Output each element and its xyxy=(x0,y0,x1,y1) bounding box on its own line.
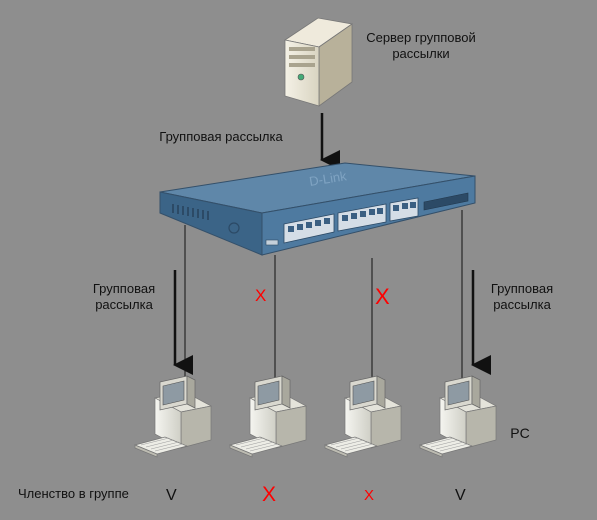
membership-value-pc1: V xyxy=(166,487,177,504)
membership-value-pc2: X xyxy=(262,483,277,506)
membership-value-pc4: V xyxy=(455,487,466,504)
membership-value-pc3: X xyxy=(364,487,375,504)
server-to-switch-label: Групповая рассылка xyxy=(159,129,283,144)
membership-label: Членство в группе xyxy=(18,486,129,501)
pc-icon xyxy=(133,375,213,458)
server-icon xyxy=(283,17,354,107)
blocked-mark-port-2: X xyxy=(255,286,267,305)
right-port-label: Групповая рассылка xyxy=(490,281,554,312)
pc-icon xyxy=(323,375,403,458)
switch-brand: D-Link xyxy=(308,168,348,189)
blocked-mark-port-3: X xyxy=(375,284,390,309)
pc-label: PC xyxy=(510,425,530,441)
pc-icon xyxy=(418,375,498,458)
left-port-label: Групповая рассылка xyxy=(92,281,156,312)
server-label: Сервер групповой рассылки xyxy=(366,30,476,61)
pc-group xyxy=(133,375,498,458)
pc-icon xyxy=(228,375,308,458)
switch-icon: D-Link xyxy=(159,162,476,256)
